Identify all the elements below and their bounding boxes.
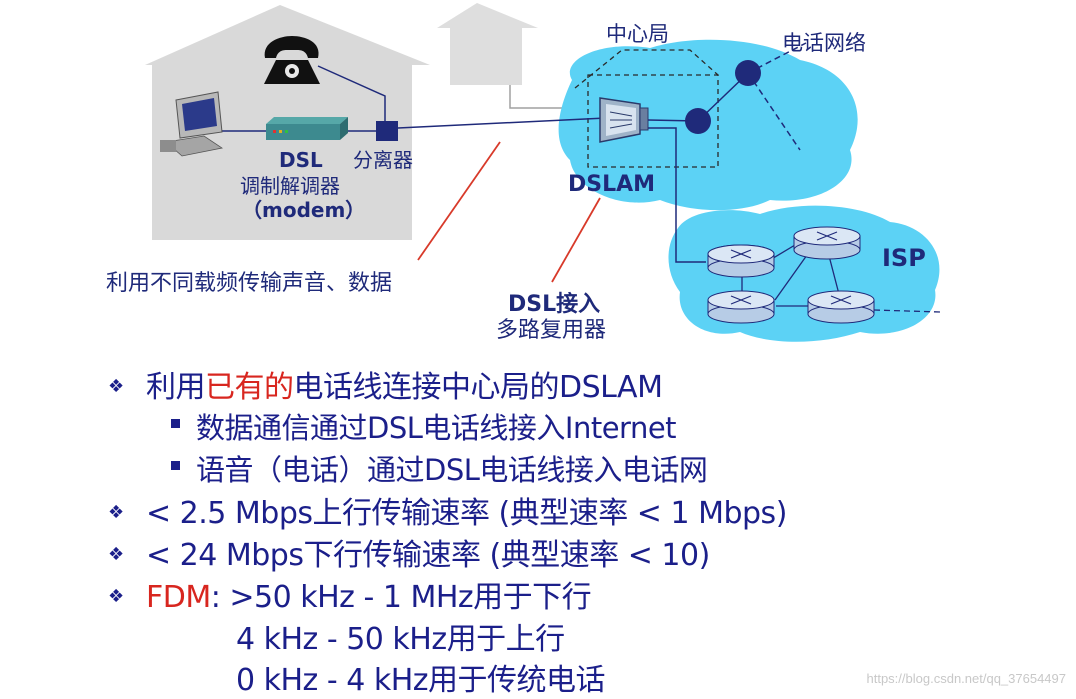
isp-label: ISP — [882, 244, 926, 272]
phone-network-label: 电话网络 — [782, 31, 866, 55]
fdm-label: FDM — [146, 580, 211, 615]
router-1 — [707, 244, 775, 278]
dslam-desc-line1: DSL接入 — [508, 292, 601, 317]
square-bullet-icon — [171, 419, 180, 428]
central-office-roof — [574, 49, 719, 89]
computer-icon — [160, 91, 224, 157]
diamond-bullet-icon: ❖ — [108, 586, 125, 606]
annotation-dslam-line — [551, 197, 601, 283]
link-dslam-isp — [648, 127, 706, 263]
diamond-bullet-icon: ❖ — [108, 502, 125, 522]
fdm-downstream: : >50 kHz - 1 MHz用于下行 — [210, 580, 592, 615]
dslam-desc-line2: 多路复用器 — [496, 318, 607, 343]
annotation-freq-label: 利用不同载频传输声音、数据 — [106, 271, 393, 296]
watermark: https://blog.csdn.net/qq_37654497 — [866, 671, 1067, 686]
bullet-downstream: < 24 Mbps下行传输速率 (典型速率 < 10) — [146, 538, 710, 573]
splitter-box — [376, 121, 398, 141]
central-office-label: 中心局 — [606, 22, 669, 46]
fdm-upstream: 4 kHz - 50 kHz用于上行 — [236, 622, 565, 657]
line-splitter-dslam — [397, 117, 607, 129]
splitter-label: 分离器 — [353, 148, 413, 172]
square-bullet-icon — [171, 461, 180, 470]
fdm-voice: 0 kHz - 4 kHz用于传统电话 — [236, 663, 606, 698]
router-4 — [807, 290, 875, 324]
central-office-box — [587, 74, 719, 168]
sub-bullet-data: 数据通信通过DSL电话线接入Internet — [196, 411, 677, 445]
dsl-diagram — [145, 3, 941, 342]
modem-en-label: （modem） — [242, 198, 366, 222]
dsl-modem — [266, 117, 348, 140]
diamond-bullet-icon: ❖ — [108, 544, 125, 564]
link-node-out2 — [747, 72, 801, 151]
sub-bullet-voice: 语音（电话）通过DSL电话线接入电话网 — [196, 453, 708, 487]
phone-network-node-1 — [685, 108, 711, 134]
annotation-freq-line — [417, 141, 501, 261]
bullet-1-post: 电话线连接中心局的DSLAM — [293, 370, 663, 405]
bullet-upstream: < 2.5 Mbps上行传输速率 (典型速率 < 1 Mbps) — [146, 496, 787, 531]
bullet-fdm: FDM: >50 kHz - 1 MHz用于下行 — [146, 572, 592, 616]
dsl-label: DSL — [279, 148, 323, 172]
telephone-icon — [264, 36, 320, 84]
dslam-device — [599, 97, 649, 143]
modem-cn-label: 调制解调器 — [240, 174, 340, 198]
router-3 — [707, 290, 775, 324]
diamond-bullet-icon: ❖ — [108, 376, 125, 396]
phone-network-node-2 — [735, 60, 761, 86]
bullet-existing-line: 利用已有的电话线连接中心局的DSLAM — [146, 362, 663, 406]
router-2 — [793, 226, 861, 260]
line-phone-splitter — [317, 65, 386, 121]
small-house — [437, 3, 538, 85]
bullet-1-pre: 利用 — [146, 370, 206, 405]
bullet-1-red: 已有的 — [205, 370, 294, 405]
dslam-label: DSLAM — [568, 172, 656, 197]
